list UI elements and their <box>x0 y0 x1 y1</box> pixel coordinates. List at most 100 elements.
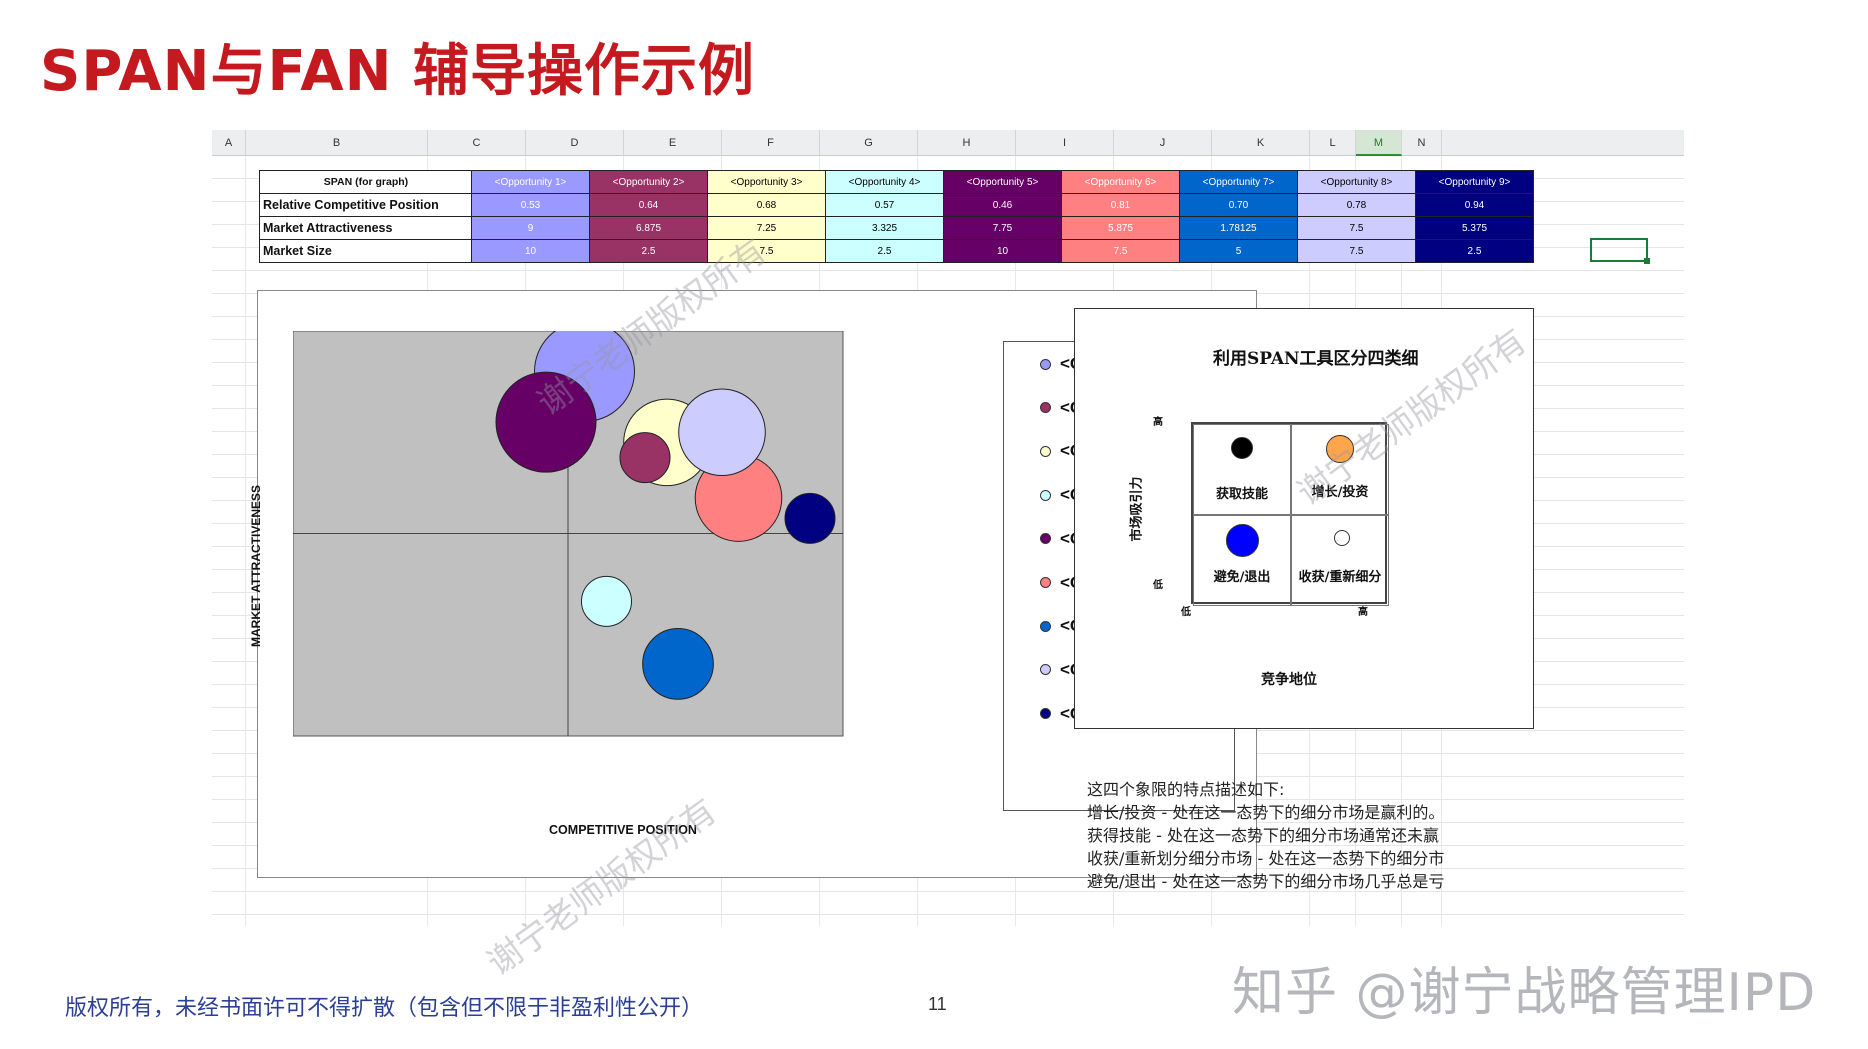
data-cell[interactable]: 7.5 <box>707 239 826 263</box>
quadrant-label: 收获/重新细分 <box>1298 570 1382 585</box>
data-cell[interactable]: 3.325 <box>825 216 944 240</box>
quadrant-label: 获取技能 <box>1215 487 1268 502</box>
legend-marker <box>1040 708 1051 720</box>
legend-marker <box>1040 489 1051 501</box>
legend-marker <box>1040 664 1051 676</box>
x-axis-label: COMPETITIVE POSITION <box>549 823 697 837</box>
quadrant-harvest-resegment: 收获/重新细分 <box>1291 515 1389 606</box>
legend-marker <box>1040 402 1051 414</box>
slide-title: SPAN与FAN 辅导操作示例 <box>40 39 755 104</box>
bubble-opportunity-7[interactable] <box>642 628 714 700</box>
notes-line: 避免/退出 - 处在这一态势下的细分市场几乎总是亏 <box>1087 872 1445 891</box>
column-header-j[interactable]: J <box>1114 130 1212 156</box>
legend-marker <box>1040 620 1051 632</box>
opportunity-header-cell[interactable]: <Opportunity 9> <box>1415 170 1534 194</box>
table-header-label: SPAN (for graph) <box>259 170 472 194</box>
column-header-a[interactable]: A <box>212 130 246 156</box>
opportunity-header-cell[interactable]: <Opportunity 5> <box>943 170 1062 194</box>
data-cell[interactable]: 0.46 <box>943 193 1062 217</box>
data-cell[interactable]: 0.78 <box>1297 193 1416 217</box>
quadrant-x-label: 竞争地位 <box>1261 672 1317 688</box>
quadrant-label: 增长/投资 <box>1311 485 1369 500</box>
bubble-opportunity-5[interactable] <box>495 371 597 473</box>
notes-line: 收获/重新划分细分市场 - 处在这一态势下的细分市 <box>1087 849 1445 868</box>
legend-marker <box>1040 533 1051 545</box>
quadrant-x-low: 低 <box>1181 607 1191 618</box>
quadrant-title: 利用SPAN工具区分四类细 <box>1213 349 1419 369</box>
column-header-g[interactable]: G <box>820 130 918 156</box>
data-cell[interactable]: 9 <box>471 216 590 240</box>
data-cell[interactable]: 6.875 <box>589 216 708 240</box>
column-header-m[interactable]: M <box>1356 130 1402 156</box>
data-cell[interactable]: 7.5 <box>1297 239 1416 263</box>
column-header-k[interactable]: K <box>1212 130 1310 156</box>
notes-line: 获得技能 - 处在这一态势下的细分市场通常还未赢 <box>1087 826 1439 845</box>
column-header-h[interactable]: H <box>918 130 1016 156</box>
legend-marker <box>1040 358 1051 370</box>
span-quadrant-diagram: 利用SPAN工具区分四类细 市场吸引力 高 低 低 高 获取技能 增长/投资 避… <box>1074 308 1534 729</box>
legend-marker <box>1040 445 1051 457</box>
quadrant-dot-white <box>1334 530 1350 546</box>
row-label: Market Size <box>259 239 472 263</box>
data-cell[interactable]: 2.5 <box>825 239 944 263</box>
notes-line: 这四个象限的特点描述如下: <box>1087 780 1285 799</box>
data-cell[interactable]: 0.64 <box>589 193 708 217</box>
bubble-opportunity-2[interactable] <box>619 432 671 484</box>
bubble-opportunity-8[interactable] <box>678 388 766 477</box>
column-header-b[interactable]: B <box>246 130 428 156</box>
notes-line: 增长/投资 - 处在这一态势下的细分市场是赢利的。 <box>1087 803 1445 822</box>
data-cell[interactable]: 5.375 <box>1415 216 1534 240</box>
data-cell[interactable]: 7.5 <box>1297 216 1416 240</box>
opportunity-header-cell[interactable]: <Opportunity 8> <box>1297 170 1416 194</box>
quadrant-acquire-skills: 获取技能 <box>1193 424 1291 515</box>
column-header-i[interactable]: I <box>1016 130 1114 156</box>
column-header-n[interactable]: N <box>1402 130 1442 156</box>
column-header-f[interactable]: F <box>722 130 820 156</box>
opportunity-header-cell[interactable]: <Opportunity 3> <box>707 170 826 194</box>
data-cell[interactable]: 7.75 <box>943 216 1062 240</box>
column-header-c[interactable]: C <box>428 130 526 156</box>
data-cell[interactable]: 2.5 <box>1415 239 1534 263</box>
plot-svg <box>293 331 844 737</box>
data-cell[interactable]: 0.57 <box>825 193 944 217</box>
column-header-d[interactable]: D <box>526 130 624 156</box>
data-cell[interactable]: 0.53 <box>471 193 590 217</box>
copyright-footer: 版权所有，未经书面许可不得扩散（包含但不限于非盈利性公开） <box>65 996 704 1021</box>
data-cell[interactable]: 5.875 <box>1061 216 1180 240</box>
column-header-l[interactable]: L <box>1310 130 1356 156</box>
y-axis-label: MARKET ATTRACTIVENESS <box>249 485 263 647</box>
row-label: Relative Competitive Position <box>259 193 472 217</box>
quadrant-dot-blue <box>1226 524 1259 557</box>
opportunity-header-cell[interactable]: <Opportunity 4> <box>825 170 944 194</box>
data-cell[interactable]: 0.81 <box>1061 193 1180 217</box>
data-cell[interactable]: 0.68 <box>707 193 826 217</box>
opportunity-header-cell[interactable]: <Opportunity 6> <box>1061 170 1180 194</box>
data-cell[interactable]: 1.78125 <box>1179 216 1298 240</box>
opportunity-header-cell[interactable]: <Opportunity 1> <box>471 170 590 194</box>
opportunity-header-cell[interactable]: <Opportunity 7> <box>1179 170 1298 194</box>
brand-watermark: 知乎 @谢宁战略管理IPD <box>1232 963 1817 1023</box>
row-label: Market Attractiveness <box>259 216 472 240</box>
span-data-table: SPAN (for graph) <Opportunity 1><Opportu… <box>259 170 1534 263</box>
quadrant-grow-invest: 增长/投资 <box>1291 424 1389 515</box>
data-cell[interactable]: 7.5 <box>1061 239 1180 263</box>
legend-marker <box>1040 577 1051 588</box>
quadrant-notes: 这四个象限的特点描述如下: 增长/投资 - 处在这一态势下的细分市场是赢利的。 … <box>1087 778 1687 893</box>
data-cell[interactable]: 0.70 <box>1179 193 1298 217</box>
data-cell[interactable]: 7.25 <box>707 216 826 240</box>
selected-cell[interactable] <box>1590 238 1650 264</box>
quadrant-grid: 获取技能 增长/投资 避免/退出 收获/重新细分 <box>1191 422 1389 606</box>
quadrant-y-label: 市场吸引力 <box>1129 476 1145 542</box>
data-cell[interactable]: 2.5 <box>589 239 708 263</box>
opportunity-header-cell[interactable]: <Opportunity 2> <box>589 170 708 194</box>
data-cell[interactable]: 10 <box>943 239 1062 263</box>
bubble-opportunity-4[interactable] <box>581 575 632 627</box>
bubble-opportunity-9[interactable] <box>784 492 836 544</box>
plot-area <box>293 331 953 818</box>
quadrant-avoid-exit: 避免/退出 <box>1193 515 1291 606</box>
data-cell[interactable]: 0.94 <box>1415 193 1534 217</box>
data-cell[interactable]: 5 <box>1179 239 1298 263</box>
data-cell[interactable]: 10 <box>471 239 590 263</box>
column-header-e[interactable]: E <box>624 130 722 156</box>
